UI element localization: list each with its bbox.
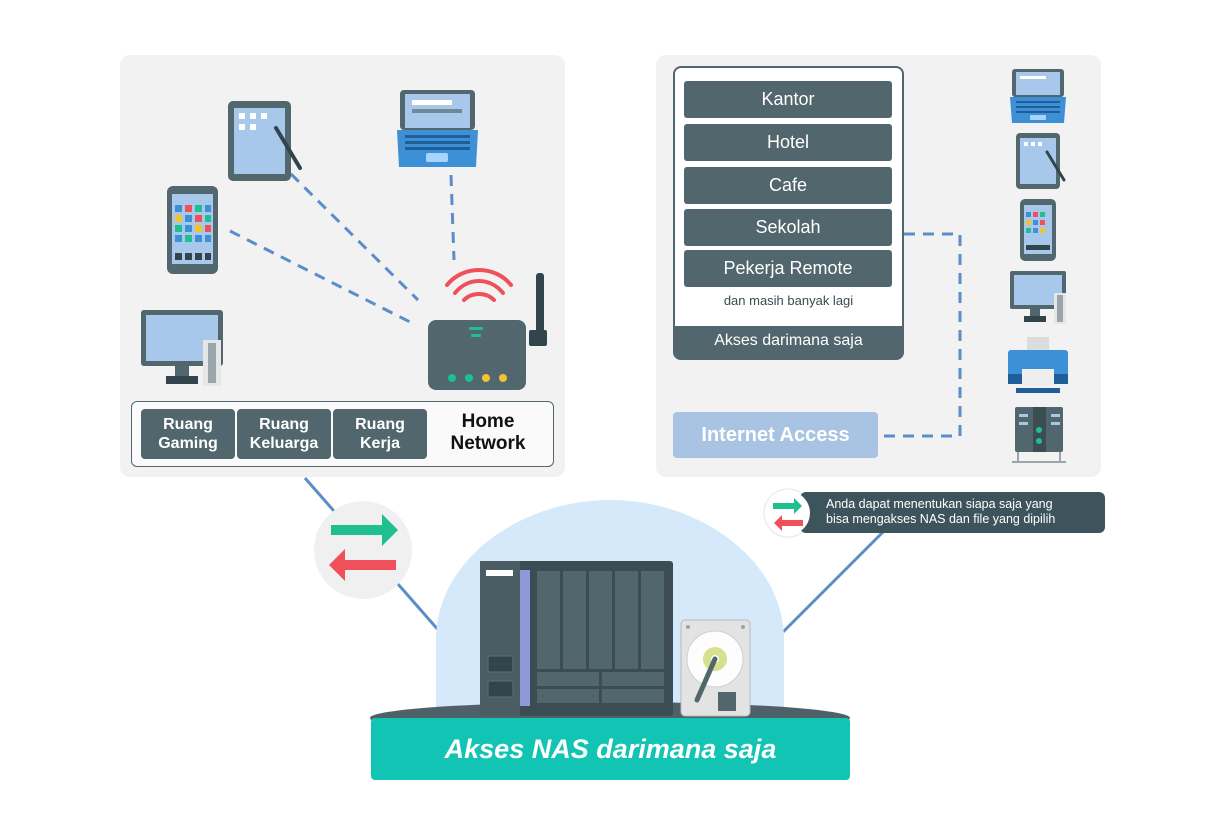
printer-icon [1008, 337, 1068, 393]
transfer-arrows-icon [314, 501, 412, 599]
access-anywhere-label: Akses darimana saja [673, 326, 904, 360]
home-network-line1: Home [461, 411, 515, 432]
monitor-icon [1010, 271, 1066, 324]
laptop-icon [1010, 69, 1066, 123]
note-line2: bisa mengakses NAS dan file yang dipilih [826, 512, 1056, 526]
location-item: Pekerja Remote [684, 250, 892, 287]
right-connector-line [781, 528, 887, 634]
home-network-line2: Network [450, 433, 526, 454]
room-gaming-line2: Gaming [158, 435, 218, 452]
hard-drive-icon [680, 619, 751, 717]
room-gaming-line1: Ruang [163, 416, 213, 433]
access-control-note: Anda dapat menentukan siapa saja yang bi… [800, 492, 1105, 533]
nas-icon [480, 561, 673, 716]
location-item: Kantor [684, 81, 892, 118]
room-work-line2: Kerja [359, 435, 401, 452]
room-family-label: Ruang Keluarga [237, 409, 331, 459]
smartphone-icon [167, 186, 218, 274]
room-gaming-label: Ruang Gaming [141, 409, 235, 459]
room-family-line2: Keluarga [249, 435, 319, 452]
laptop-icon [397, 90, 478, 167]
title-banner: Akses NAS darimana saja [371, 718, 850, 780]
note-line1: Anda dapat menentukan siapa saja yang [826, 497, 1053, 511]
location-item: Hotel [684, 124, 892, 161]
router-icon [428, 268, 547, 390]
smartphone-icon [1020, 199, 1056, 261]
server-icon [1012, 407, 1066, 463]
home-dashed-links [229, 172, 456, 324]
tablet-icon [228, 101, 302, 181]
location-item: Cafe [684, 167, 892, 204]
home-network-label: Home Network [432, 411, 544, 459]
internet-access-label: Internet Access [673, 412, 878, 458]
monitor-icon [141, 310, 223, 386]
more-locations-text: dan masih banyak lagi [723, 293, 854, 308]
room-work-label: Ruang Kerja [333, 409, 427, 459]
location-item: Sekolah [684, 209, 892, 246]
room-family-line1: Ruang [259, 416, 309, 433]
room-work-line1: Ruang [355, 416, 405, 433]
tablet-icon [1016, 133, 1066, 189]
remote-dashed-links [880, 232, 962, 438]
